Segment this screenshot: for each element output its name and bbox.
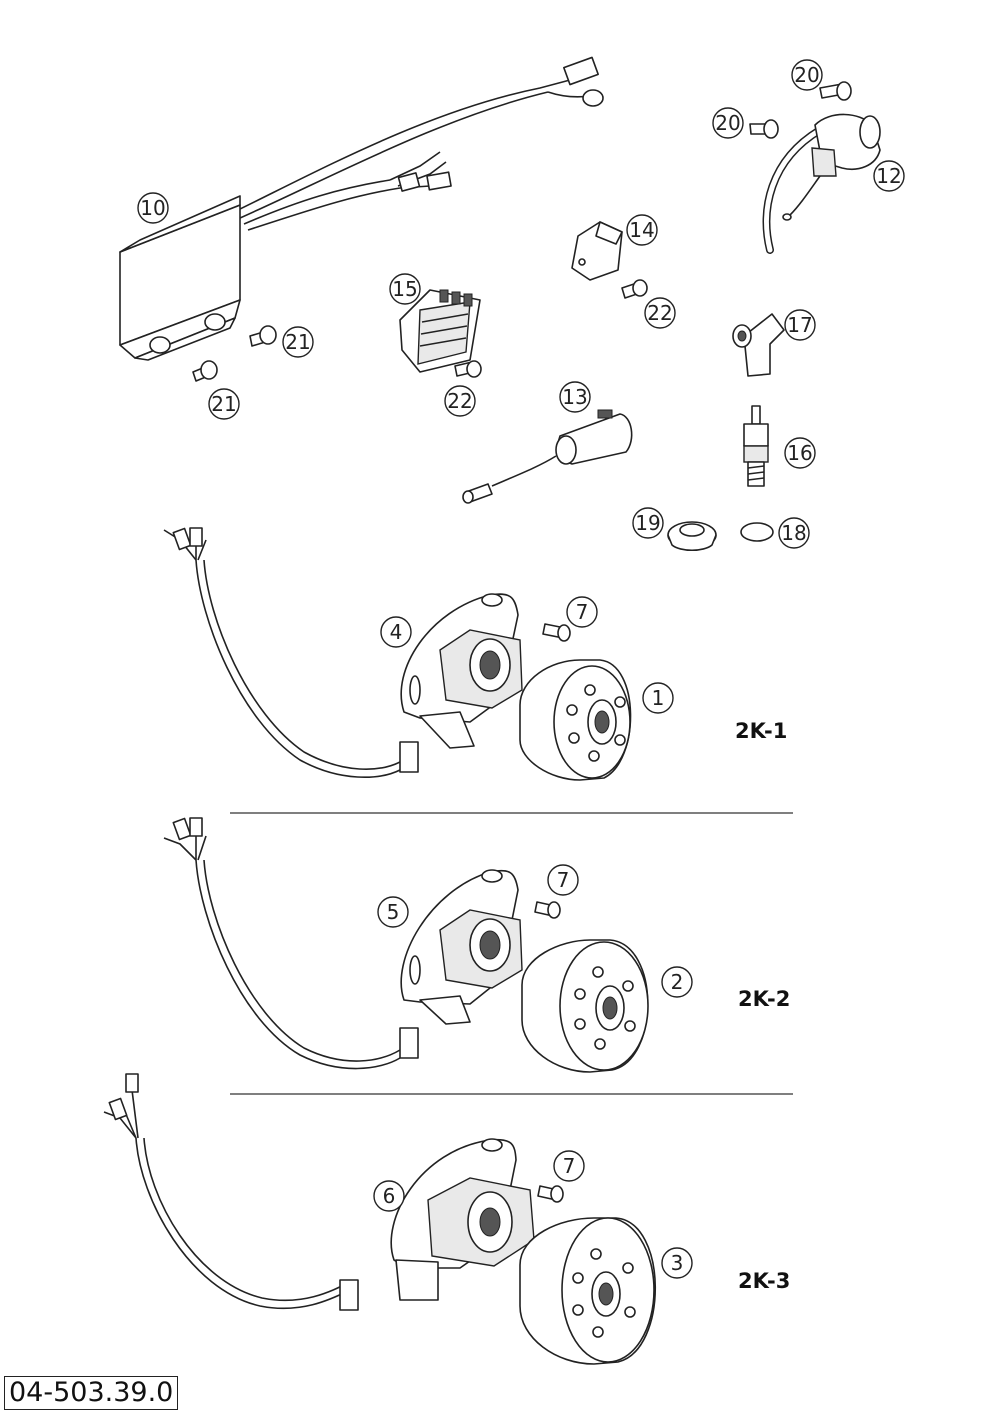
- callout-10: 10: [137, 192, 169, 224]
- callout-19: 19: [632, 507, 664, 539]
- svg-text:12: 12: [876, 164, 901, 188]
- screw-22a: [454, 360, 482, 378]
- voltage-regulator: [399, 289, 481, 373]
- screw-20a: [819, 81, 852, 101]
- washer: [740, 522, 774, 542]
- screw-21a: [249, 325, 277, 347]
- callout-15: 15: [389, 273, 421, 305]
- callout-16: 16: [784, 437, 816, 469]
- svg-text:18: 18: [781, 521, 806, 545]
- svg-text:6: 6: [383, 1184, 396, 1208]
- callout-22a: 22: [444, 385, 476, 417]
- spark-plug: [743, 405, 769, 487]
- screw-7c: [537, 1185, 564, 1203]
- callout-17: 17: [784, 309, 816, 341]
- svg-text:7: 7: [563, 1154, 576, 1178]
- stator-assembly-2k1: [163, 527, 523, 778]
- svg-text:17: 17: [787, 313, 812, 337]
- stator-assembly-2k2: [163, 817, 523, 1070]
- svg-text:20: 20: [794, 63, 819, 87]
- callout-7c: 7: [553, 1150, 585, 1182]
- svg-text:22: 22: [447, 389, 472, 413]
- svg-text:13: 13: [562, 385, 587, 409]
- screw-22b: [621, 279, 648, 299]
- variant-label-2k3: 2K-3: [738, 1269, 790, 1293]
- svg-text:16: 16: [787, 441, 812, 465]
- svg-text:5: 5: [387, 900, 400, 924]
- callout-13: 13: [559, 381, 591, 413]
- callout-2: 2: [661, 966, 693, 998]
- rotor-2k1: [519, 659, 632, 781]
- svg-text:7: 7: [557, 868, 570, 892]
- callout-18: 18: [778, 517, 810, 549]
- svg-text:15: 15: [392, 277, 417, 301]
- callout-5: 5: [377, 896, 409, 928]
- svg-text:4: 4: [390, 620, 403, 644]
- callout-7b: 7: [547, 864, 579, 896]
- svg-text:2: 2: [671, 970, 684, 994]
- relay-module: [571, 221, 623, 281]
- svg-text:14: 14: [629, 218, 654, 242]
- svg-text:22: 22: [647, 301, 672, 325]
- variant-label-2k1: 2K-1: [735, 719, 787, 743]
- svg-text:7: 7: [576, 600, 589, 624]
- callout-21a: 21: [282, 326, 314, 358]
- ignition-coil: [762, 113, 881, 254]
- callout-20b: 20: [712, 107, 744, 139]
- svg-text:21: 21: [285, 330, 310, 354]
- callout-12: 12: [873, 160, 905, 192]
- pickup-sensor: [462, 409, 633, 504]
- rotor-2k2: [521, 939, 649, 1073]
- stator-assembly-2k3: [103, 1073, 535, 1311]
- spark-plug-cap: [732, 313, 785, 377]
- screw-21b: [192, 360, 218, 382]
- rotor-2k3: [519, 1217, 657, 1365]
- screw-7b: [534, 901, 561, 919]
- screw-20b: [749, 119, 779, 139]
- svg-text:20: 20: [715, 111, 740, 135]
- svg-text:21: 21: [211, 392, 236, 416]
- seal-ring: [667, 521, 717, 552]
- callout-20a: 20: [791, 59, 823, 91]
- callout-7a: 7: [566, 596, 598, 628]
- svg-text:10: 10: [140, 196, 165, 220]
- svg-text:3: 3: [671, 1251, 684, 1275]
- drawing-number: 04-503.39.0: [4, 1376, 179, 1410]
- screw-7a: [542, 623, 571, 642]
- cdi-wiring: [237, 56, 604, 231]
- callout-4: 4: [380, 616, 412, 648]
- callout-1: 1: [642, 682, 674, 714]
- cdi-unit: [119, 195, 241, 361]
- callout-3: 3: [661, 1247, 693, 1279]
- svg-text:1: 1: [652, 686, 665, 710]
- callout-6: 6: [373, 1180, 405, 1212]
- svg-text:19: 19: [635, 511, 660, 535]
- callout-14: 14: [626, 214, 658, 246]
- callout-21b: 21: [208, 388, 240, 420]
- variant-label-2k2: 2K-2: [738, 987, 790, 1011]
- callout-22b: 22: [644, 297, 676, 329]
